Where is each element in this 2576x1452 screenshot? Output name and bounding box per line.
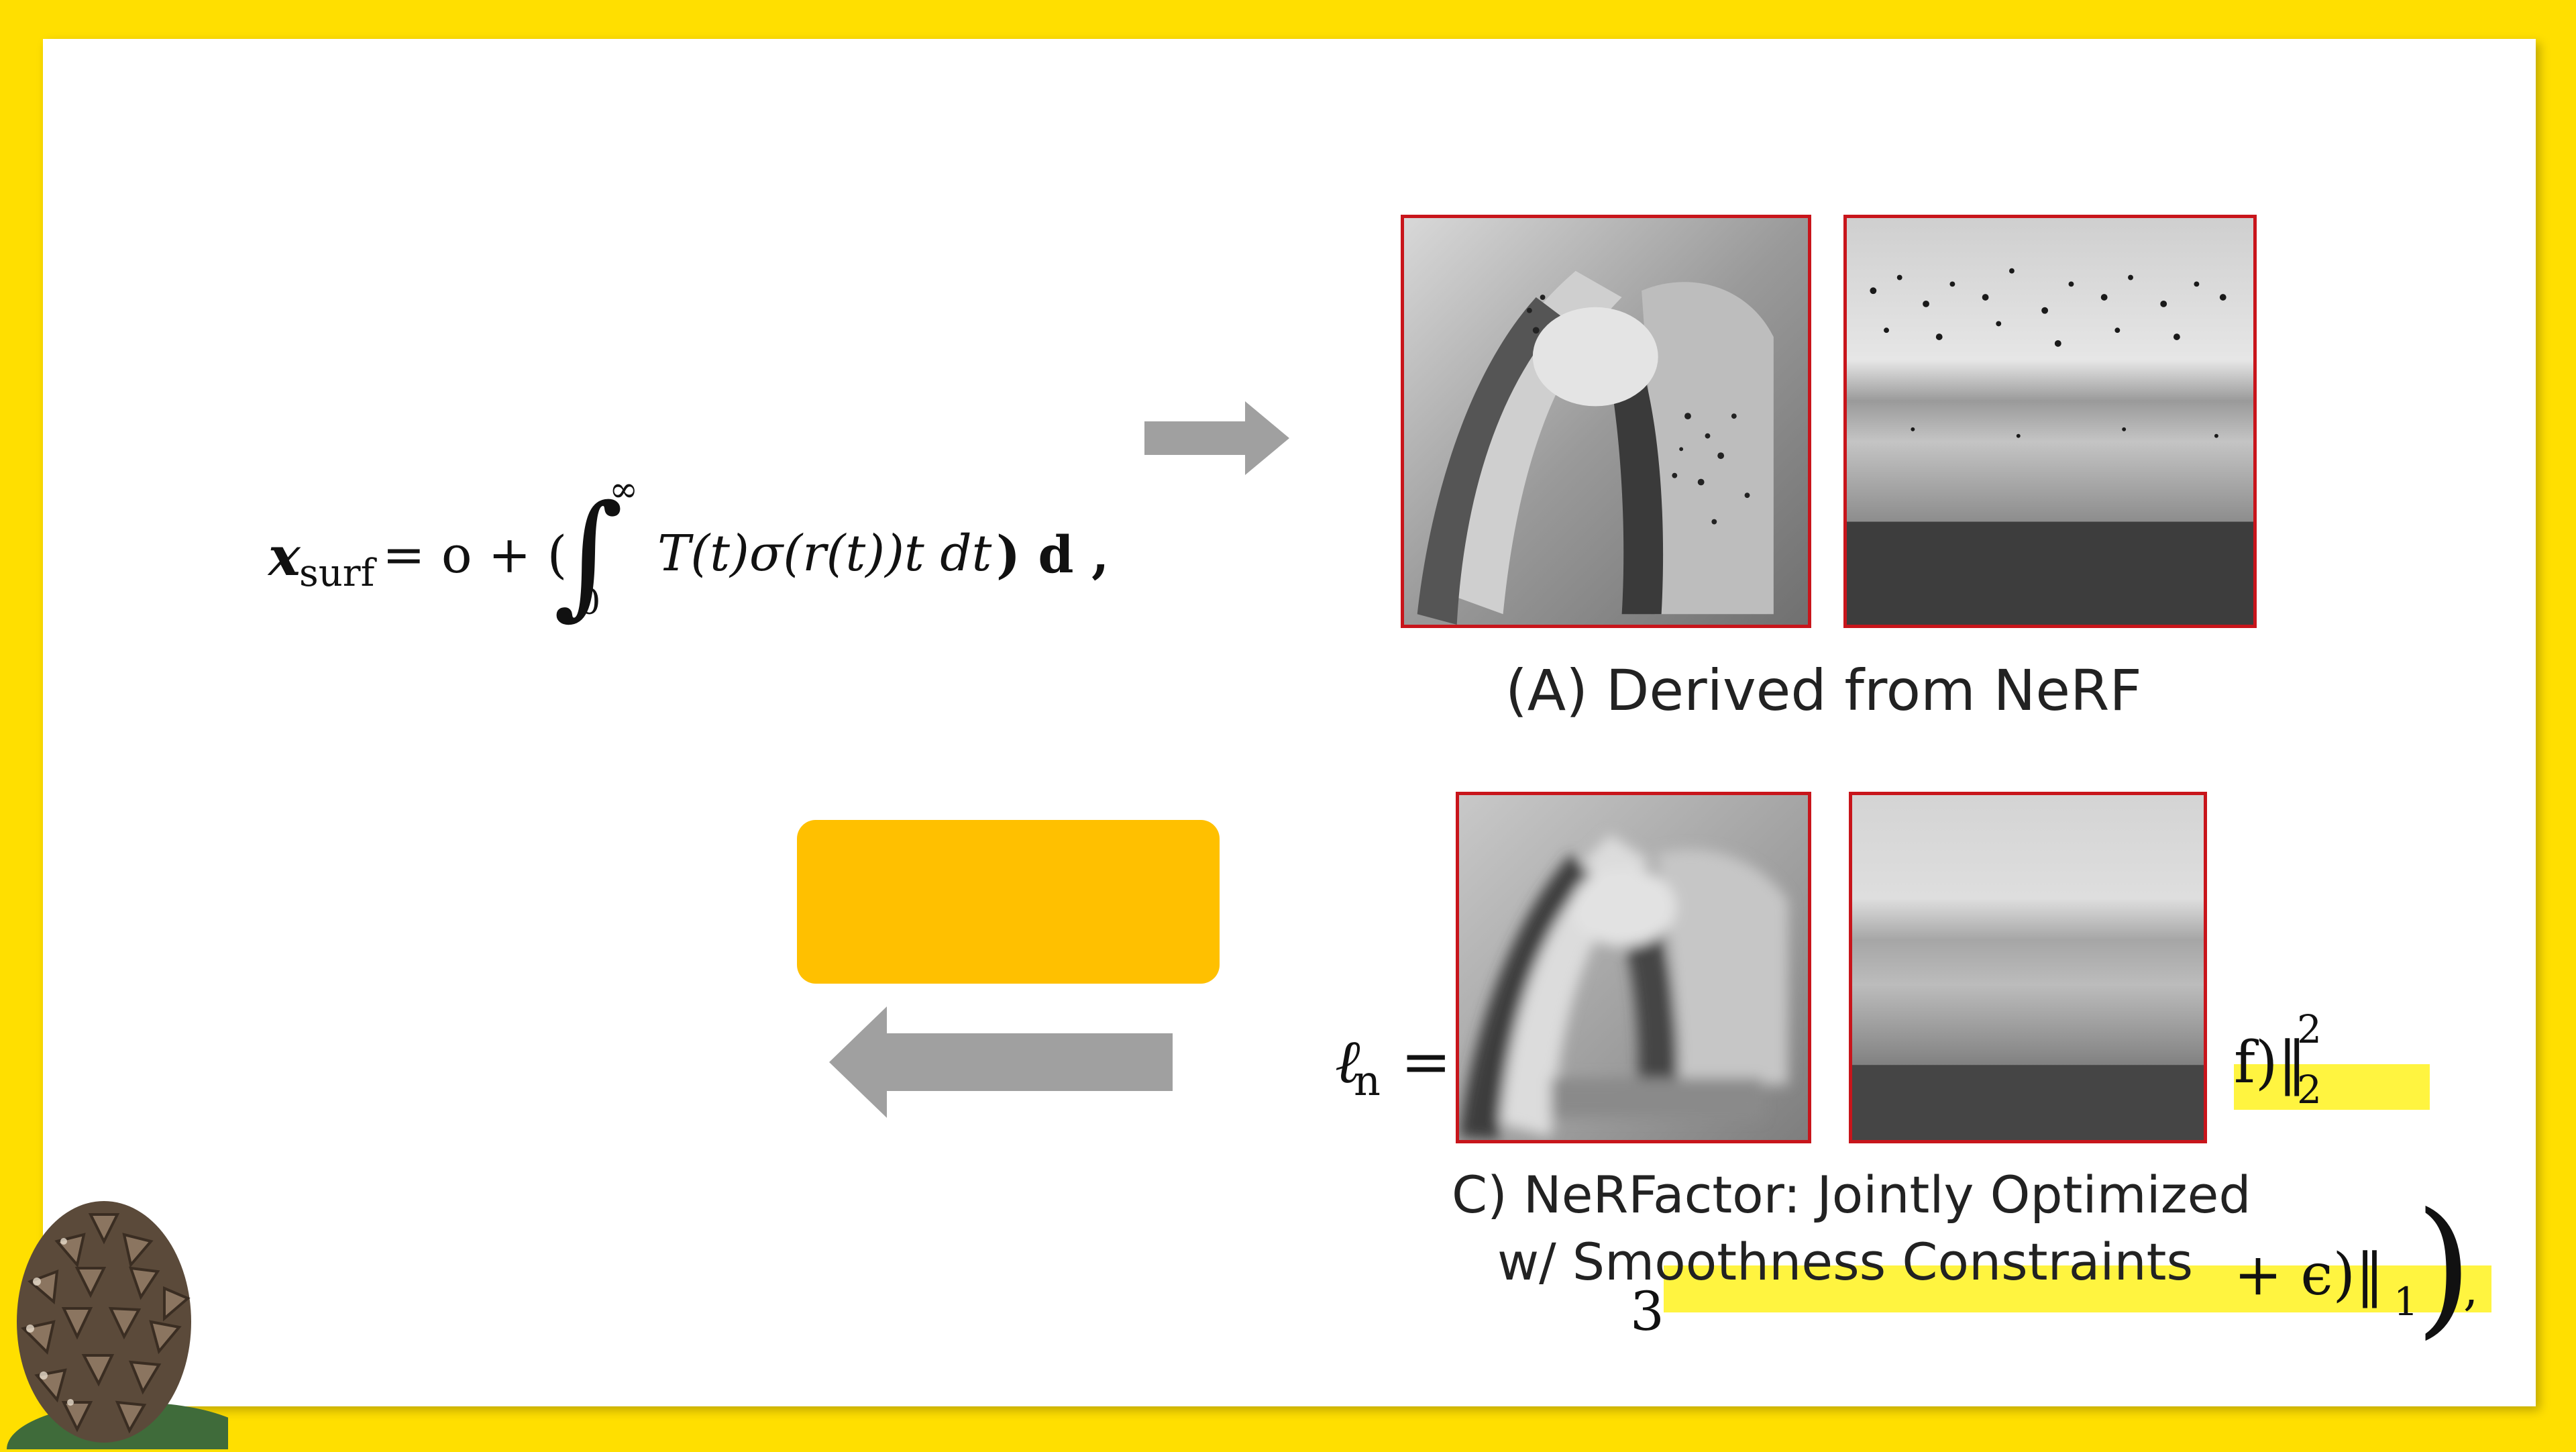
orange-callout-box <box>797 820 1220 984</box>
integral-lower-limit: 0 <box>578 582 601 623</box>
integral-sign: ∫ <box>553 476 624 633</box>
loss-comma: , <box>2463 1261 2479 1316</box>
loss-norm1-sub: 1 <box>2394 1279 2418 1325</box>
surface-point-equation: x surf = o + ( ∫ ∞ 0 T(t)σ(r(t))t dt ) d… <box>268 470 1109 644</box>
loss-fragment-top: f)‖ <box>2234 1029 2307 1096</box>
integral-upper-limit: ∞ <box>609 470 639 510</box>
panel-c-image-left <box>1456 792 1811 1143</box>
loss-trailing-paren: ) <box>2415 1181 2473 1353</box>
integrand: T(t)σ(r(t))t dt <box>657 525 992 582</box>
panel-c-image-right <box>1849 792 2207 1143</box>
pinecone-image <box>0 1188 262 1452</box>
equation-lhs-sub: surf <box>299 552 375 595</box>
loss-lhs: ℓ <box>1335 1027 1360 1097</box>
panel-c-caption-line2: w/ Smoothness Constraints <box>1497 1232 2194 1292</box>
loss-norm-sub: 2 <box>2297 1067 2322 1112</box>
arrow-right-icon <box>1144 401 1289 475</box>
panel-c-caption-line1: C) NeRFactor: Jointly Optimized <box>1452 1165 2251 1225</box>
loss-norm-sup: 2 <box>2297 1006 2322 1052</box>
loss-lhs-sub: n <box>1354 1056 1381 1105</box>
panel-a-image-right <box>1843 215 2257 628</box>
highlight-top <box>2234 1064 2430 1110</box>
equation-tail: ) d , <box>996 525 1110 584</box>
equation-rhs: = o + ( <box>382 525 568 584</box>
arrow-left-icon <box>829 1006 1173 1118</box>
loss-equals: = <box>1401 1027 1452 1097</box>
loss-fragment-bottom-left: 3 <box>1630 1280 1664 1343</box>
panel-a-image-left <box>1401 215 1811 628</box>
loss-fragment-bottom-right: + ϵ)‖ <box>2234 1241 2385 1308</box>
panel-a-caption: (A) Derived from NeRF <box>1505 658 2142 723</box>
equation-lhs: x <box>268 525 301 588</box>
highlight-bottom <box>1664 1265 2491 1312</box>
